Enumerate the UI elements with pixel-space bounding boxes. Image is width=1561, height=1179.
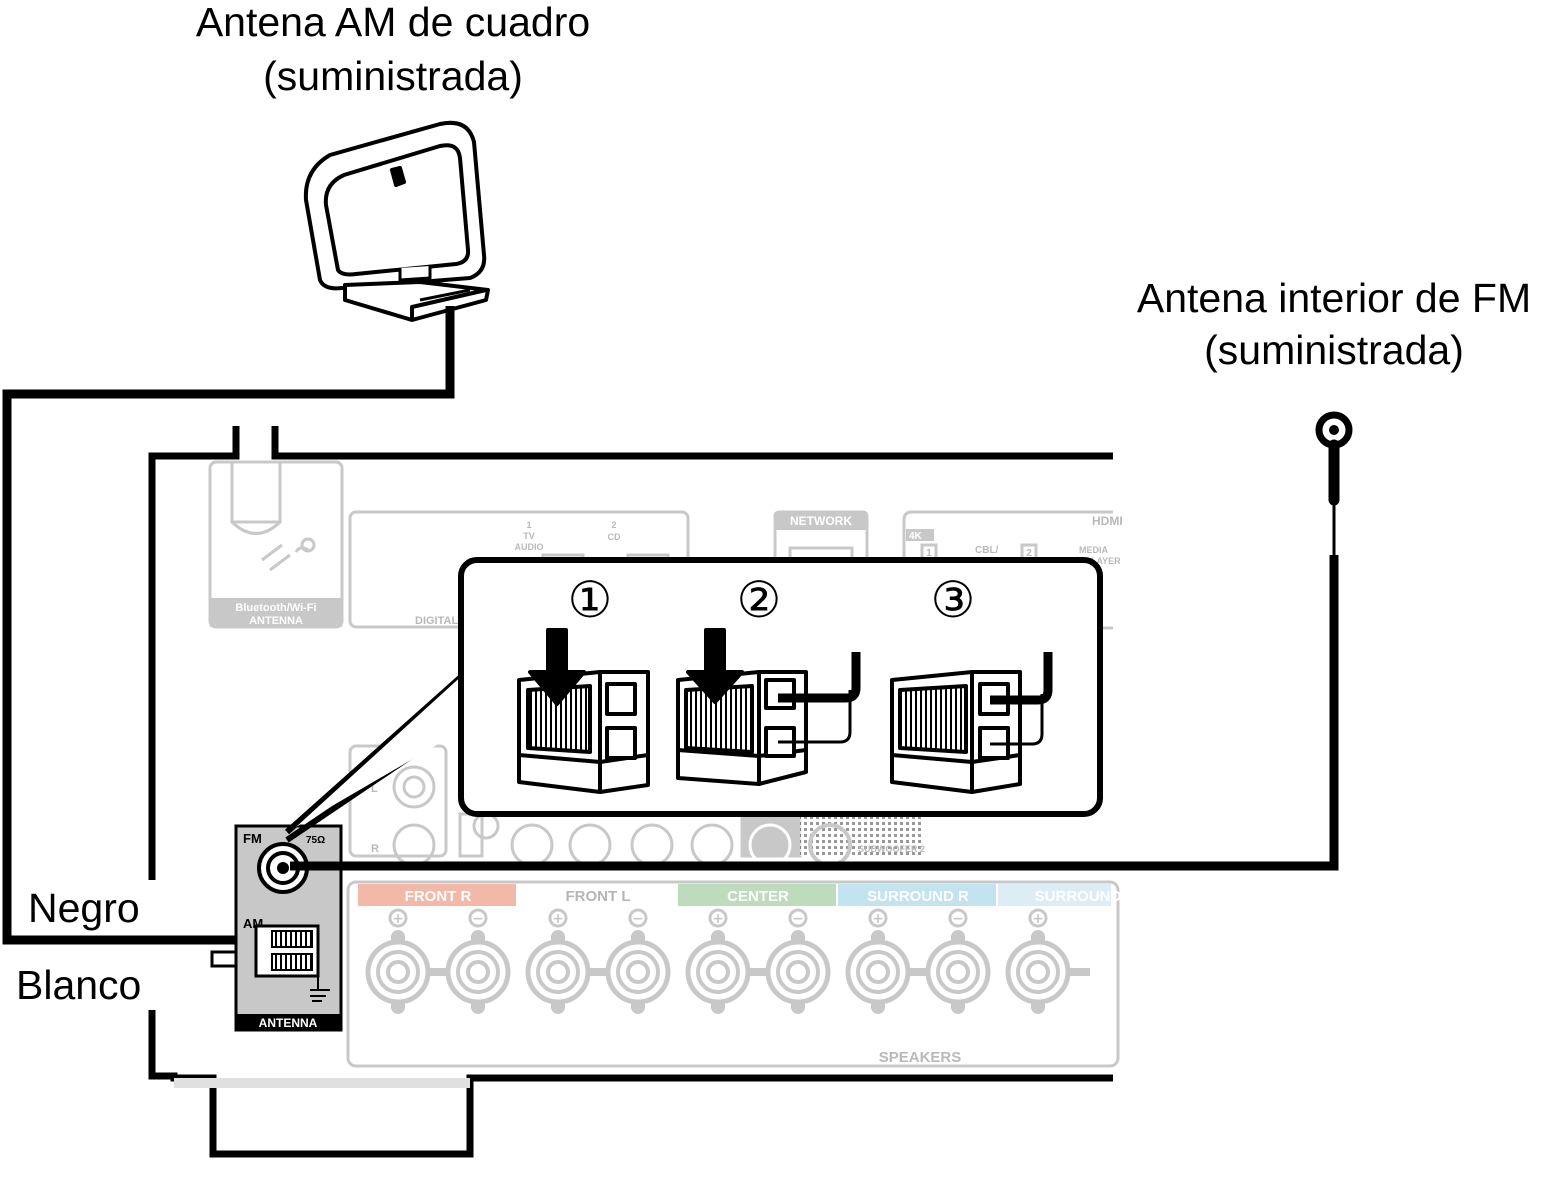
receiver-bottom-foot — [174, 1078, 470, 1088]
cd-number: 2 — [611, 520, 616, 530]
bt-wifi-label-line2: ANTENNA — [249, 615, 303, 627]
cd-label: CD — [608, 532, 621, 542]
speaker-group-header — [998, 884, 1111, 906]
minus-sign: − — [792, 911, 804, 927]
step-2-number: ② — [737, 571, 782, 629]
step-1-number: ① — [568, 571, 613, 629]
audio-l-label: L — [371, 783, 378, 795]
speaker-terminal-icon: − — [445, 908, 511, 1014]
speakers-label: SPEAKERS — [879, 1049, 962, 1066]
tv-audio-label-line1: TV — [523, 531, 535, 541]
fm-antenna-cable — [290, 555, 1339, 871]
speaker-group-label: FRONT R — [405, 888, 472, 905]
media-player-line2: PLAYER — [1085, 556, 1121, 566]
hdmi-4k-label: 4K — [909, 531, 923, 542]
antenna-terminal-panel: ANTENNA FM 75Ω AM — [234, 824, 343, 1032]
fm-terminal-label: FM — [243, 831, 262, 846]
plus-sign: + — [552, 911, 564, 927]
hdmi-label: HDMI — [1092, 514, 1123, 528]
speaker-group-header — [678, 884, 836, 906]
plus-sign: + — [392, 911, 404, 927]
tv-audio-label-line2: AUDIO — [515, 542, 544, 552]
speaker-group-header — [358, 884, 516, 906]
plus-sign: + — [1032, 911, 1044, 927]
step-numbers: ① ② ③ — [568, 571, 976, 629]
tv-audio-number: 1 — [526, 520, 531, 530]
speaker-terminal-icon: − — [925, 908, 991, 1014]
callout-pointer-fill — [296, 672, 466, 827]
am-antenna-label-line2: (suministrada) — [263, 53, 523, 99]
speaker-terminal-icon: + — [845, 908, 911, 1014]
minus-sign: − — [952, 911, 964, 927]
step-2-terminal-illustration — [676, 628, 861, 786]
hdmi-input-1: 1 — [926, 548, 932, 559]
speaker-group: SURROUND R + − — [838, 884, 998, 1032]
am-antenna-label-line1: Antena AM de cuadro — [196, 0, 590, 45]
subwoofer2-dotted-area — [800, 814, 922, 856]
subwoofer2-label: SUBWOOFER 2 — [858, 844, 925, 854]
fm-antenna-label-line1: Antena interior de FM — [1137, 275, 1531, 321]
speaker-terminal-groups: FRONT R+−FRONT L+−CENTER+−SURROUND R+−SU… — [358, 884, 1121, 1032]
bt-antenna-label-bar — [210, 598, 342, 627]
bt-wifi-label-line1: Bluetooth/Wi-Fi — [235, 602, 316, 614]
speaker-terminal-icon: + — [685, 908, 751, 1014]
cbl-label: CBL/ — [975, 545, 999, 556]
fm-impedance-label: 75Ω — [306, 835, 325, 846]
speaker-terminal-icon: − — [605, 908, 671, 1014]
hdmi-4k-tag — [906, 529, 934, 541]
step-3-number: ③ — [931, 571, 976, 629]
hdmi-input-2: 2 — [1026, 548, 1032, 559]
plus-sign: + — [872, 911, 884, 927]
speaker-terminal-icon: − — [765, 908, 831, 1014]
network-label: NETWORK — [790, 514, 852, 528]
speaker-group-header — [518, 884, 676, 906]
rear-panel-labels: Bluetooth/Wi-Fi ANTENNA DIGITAL 1 TV AUD… — [235, 514, 1122, 1066]
minus-sign: − — [632, 911, 644, 927]
minus-sign: − — [472, 911, 484, 927]
speaker-group-label: FRONT L — [566, 888, 631, 905]
speaker-group-header — [838, 884, 996, 906]
audio-r-label: R — [371, 843, 379, 855]
fm-antenna-label-line2: (suministrada) — [1204, 327, 1464, 373]
step-3-terminal-illustration — [890, 652, 1053, 794]
speaker-group-label: SURROUND R — [867, 888, 969, 905]
media-player-line1: MEDIA — [1079, 545, 1109, 555]
speaker-group-label: SURROUND — [1035, 888, 1122, 905]
speaker-group: CENTER+ − — [678, 884, 838, 1032]
white-wire-label: Blanco — [16, 962, 141, 1008]
speaker-group: SURROUND + — [998, 884, 1121, 1014]
plus-sign: + — [712, 911, 724, 927]
network-label-bar — [775, 512, 867, 530]
speaker-group: FRONT L+ − — [518, 884, 678, 1032]
ground-symbol-icon — [310, 972, 330, 1002]
digital-label: DIGITAL — [415, 615, 458, 627]
fm-indoor-antenna-icon — [1315, 411, 1353, 555]
black-wire-label: Negro — [28, 885, 140, 931]
speaker-group-label: CENTER — [727, 888, 789, 905]
am-antenna-cable — [2, 306, 455, 945]
speaker-group: FRONT R+ − — [358, 884, 518, 1032]
speaker-terminal-icon: + — [525, 908, 591, 1014]
speaker-terminal-icon: + — [1005, 908, 1071, 1014]
am-loop-antenna-icon — [303, 120, 490, 322]
step-1-terminal-illustration — [517, 628, 650, 794]
speaker-terminal-icon: + — [365, 908, 431, 1014]
antenna-panel-title: ANTENNA — [259, 1016, 318, 1030]
